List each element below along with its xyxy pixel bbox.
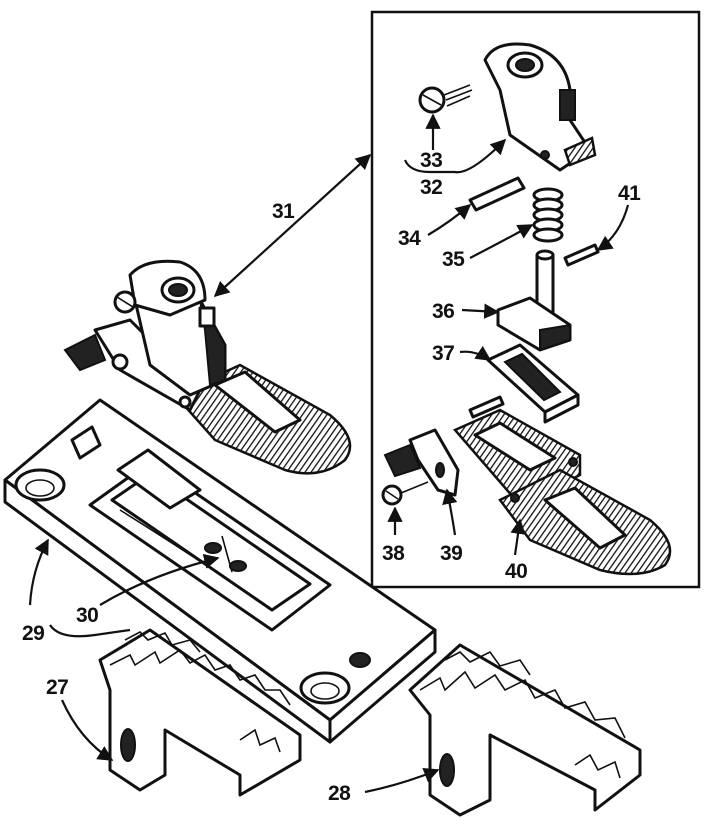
- callout-33: 33: [420, 149, 442, 172]
- callout-31: 31: [272, 200, 295, 223]
- callout-39: 39: [440, 542, 462, 565]
- callout-41: 41: [618, 182, 641, 205]
- callout-38: 38: [382, 542, 405, 565]
- callout-28: 28: [328, 782, 351, 805]
- needle-plate: [3, 398, 437, 744]
- pin-41: [563, 243, 600, 267]
- screw-33: [418, 84, 473, 114]
- feed-dog-28: [408, 643, 642, 817]
- callout-37: 37: [432, 342, 454, 365]
- spring-35: [532, 187, 564, 243]
- screw-38: [381, 481, 429, 506]
- callout-35: 35: [442, 248, 465, 271]
- callout-29: 29: [22, 622, 44, 645]
- presser-foot-assembly: [63, 259, 352, 475]
- hinge-plate-39: [383, 428, 460, 497]
- callout-32: 32: [420, 176, 442, 199]
- slide-36: [496, 249, 572, 352]
- callout-36: 36: [432, 300, 454, 323]
- callout-34: 34: [398, 227, 421, 250]
- callout-27: 27: [46, 676, 68, 699]
- leader-lines: [28, 113, 630, 794]
- guide-37: [468, 343, 580, 424]
- pin-34: [468, 176, 526, 212]
- shank-32: [483, 42, 597, 172]
- callout-40: 40: [505, 560, 527, 583]
- exploded-view-frame: [370, 10, 701, 589]
- callout-30: 30: [76, 604, 98, 627]
- sole-40: [452, 408, 672, 576]
